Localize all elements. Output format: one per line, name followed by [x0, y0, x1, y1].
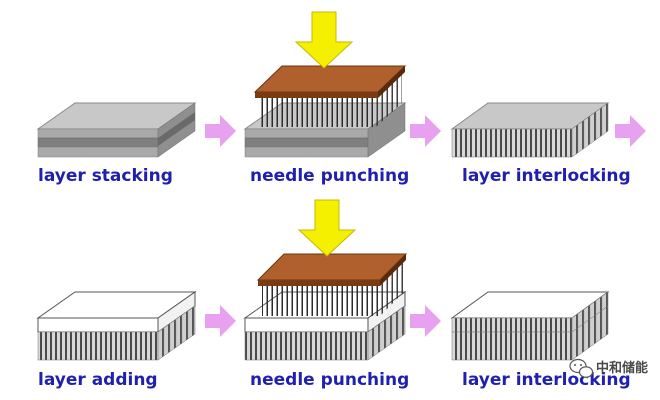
arrow-right-icon [615, 115, 646, 147]
label-needle-punching-2: needle punching [250, 370, 409, 390]
panel-layer-interlocking-1 [450, 102, 610, 158]
panel-layer-interlocking-2 [450, 291, 610, 361]
panel-needle-punching-2 [243, 199, 408, 361]
press-arrow-icon [294, 11, 354, 69]
label-layer-interlocking-1: layer interlocking [462, 166, 631, 186]
arrow-right-icon [205, 305, 236, 337]
label-needle-punching-1: needle punching [250, 166, 409, 186]
watermark: 中和储能 [569, 358, 648, 378]
label-layer-adding: layer adding [38, 370, 158, 390]
press-arrow-icon [297, 199, 357, 257]
arrow-right-icon [205, 115, 236, 147]
wechat-icon [569, 358, 594, 378]
watermark-text: 中和储能 [596, 360, 648, 376]
label-layer-stacking: layer stacking [38, 166, 173, 186]
arrow-right-icon [410, 305, 441, 337]
panel-layer-stacking [36, 102, 197, 158]
panel-needle-punching-1 [243, 11, 407, 158]
arrow-right-icon [410, 115, 441, 147]
panel-layer-adding [36, 291, 197, 361]
